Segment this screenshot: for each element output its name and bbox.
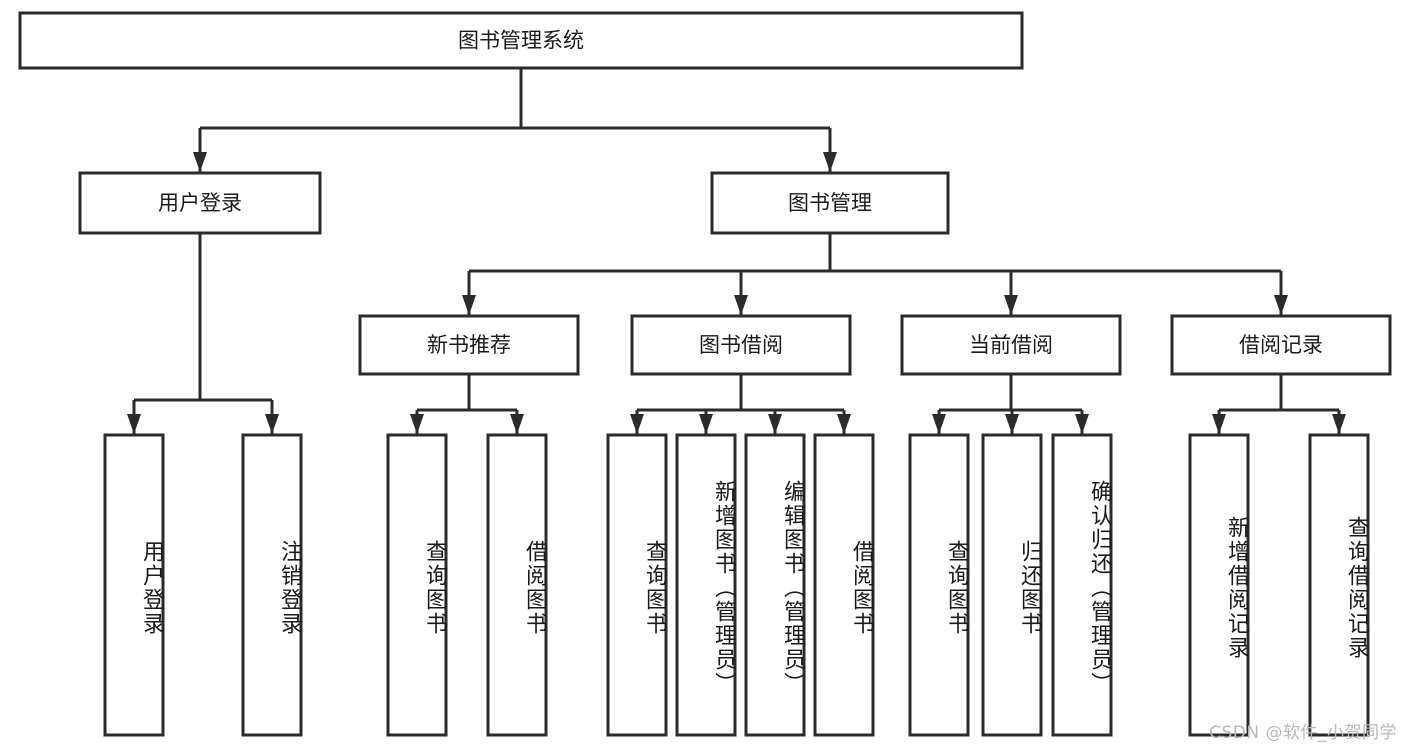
level3-node-box-new-book-rec[interactable] [358,314,580,376]
level2-node-box-book-manage[interactable] [710,171,950,235]
arrow-head [265,414,279,434]
arrow-head [630,414,644,434]
level3-node-label-book-borrow: 图书借阅 [699,333,783,357]
arrow-head [823,152,837,172]
arrow-head [768,414,782,434]
arrow-head [510,414,524,434]
leaf-node-box-leaf-return-book[interactable] [981,433,1043,737]
arrow-head [462,295,476,315]
arrow-head [1075,414,1089,434]
root-node-label: 图书管理系统 [458,29,584,53]
level3-node-label-current-borrow: 当前借阅 [969,333,1053,357]
connectors-layer [127,68,1346,434]
level3-node-box-current-borrow[interactable] [900,314,1122,376]
level2-node-label-book-manage: 图书管理 [788,191,872,215]
level2-node-box-user-login[interactable] [78,171,322,235]
leaf-node-box-leaf-add-book[interactable] [675,433,737,737]
leaf-node-box-leaf-user-login[interactable] [103,433,165,737]
leaf-node-box-leaf-confirm-return[interactable] [1051,433,1113,737]
level3-node-box-borrow-record[interactable] [1170,314,1392,376]
level3-node-label-borrow-record: 借阅记录 [1239,333,1323,357]
arrow-head [410,414,424,434]
arrow-head [932,414,946,434]
boxes-layer [18,11,1392,737]
leaf-node-box-leaf-query-book-2[interactable] [606,433,668,737]
arrow-head [1212,414,1226,434]
arrow-head [1274,295,1288,315]
arrow-head [1332,414,1346,434]
level3-node-box-book-borrow[interactable] [630,314,852,376]
arrow-head [1005,414,1019,434]
arrow-head [734,295,748,315]
leaf-node-box-leaf-query-book-1[interactable] [386,433,448,737]
leaf-node-box-leaf-add-record[interactable] [1188,433,1250,737]
leaf-node-box-leaf-borrow-book-2[interactable] [813,433,875,737]
arrow-head [193,152,207,172]
arrow-head [699,414,713,434]
arrow-head [127,414,141,434]
leaf-node-box-leaf-logout[interactable] [241,433,303,737]
level2-node-label-user-login: 用户登录 [158,191,242,215]
leaf-node-box-leaf-edit-book[interactable] [744,433,806,737]
arrow-head [837,414,851,434]
arrow-head [1004,295,1018,315]
watermark: CSDN @软件_小贺同学 [1209,723,1397,743]
root-node-box[interactable] [18,11,1024,70]
leaf-node-box-leaf-query-record[interactable] [1308,433,1370,737]
level3-node-label-new-book-rec: 新书推荐 [427,333,511,357]
leaf-node-box-leaf-borrow-book-1[interactable] [486,433,548,737]
leaf-node-box-leaf-query-book-3[interactable] [908,433,970,737]
